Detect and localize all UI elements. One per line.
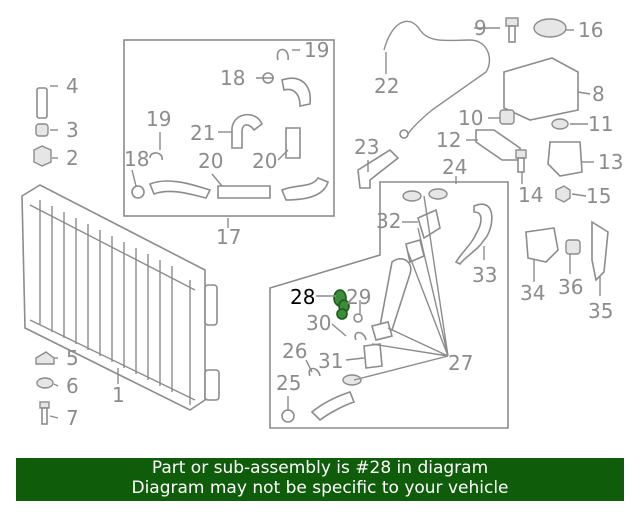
mount-part-2 bbox=[33, 145, 52, 167]
callout-17: 17 bbox=[216, 225, 241, 249]
seal-part-11 bbox=[551, 118, 569, 130]
bolt-part-14 bbox=[515, 149, 527, 173]
callout-12: 12 bbox=[436, 128, 461, 152]
leader-lines bbox=[49, 27, 601, 419]
callout-13: 13 bbox=[598, 150, 623, 174]
callout-15: 15 bbox=[586, 184, 611, 208]
callout-11: 11 bbox=[588, 112, 613, 136]
o-ring-part-18b bbox=[131, 185, 145, 199]
grommet-part-10 bbox=[499, 109, 515, 125]
box-24-parts bbox=[281, 188, 448, 423]
cap-part-36 bbox=[565, 239, 581, 255]
callout-8: 8 bbox=[592, 82, 605, 106]
hose-pipe bbox=[379, 258, 412, 332]
clip-part-30 bbox=[354, 331, 367, 341]
callout-33: 33 bbox=[472, 263, 497, 287]
pipe-part-21 bbox=[231, 113, 263, 149]
callout-6: 6 bbox=[66, 374, 79, 398]
callout-22: 22 bbox=[374, 74, 399, 98]
o-ring-part-29 bbox=[353, 313, 363, 323]
callout-1: 1 bbox=[112, 383, 125, 407]
expansion-tank-part-8 bbox=[503, 57, 579, 121]
callout-27: 27 bbox=[448, 351, 473, 375]
bracket-part-12 bbox=[475, 129, 521, 161]
callout-19-top: 19 bbox=[304, 38, 329, 62]
callout-18-left: 18 bbox=[124, 147, 149, 171]
pipe-bend bbox=[280, 177, 329, 201]
callout-29: 29 bbox=[346, 285, 371, 309]
callout-5: 5 bbox=[66, 346, 79, 370]
diagram-notice-banner: Part or sub-assembly is #28 in diagram D… bbox=[16, 458, 624, 501]
callout-7: 7 bbox=[66, 406, 79, 430]
hose-part-23 bbox=[357, 148, 400, 189]
callout-9: 9 bbox=[474, 16, 487, 40]
bolt-part-9 bbox=[505, 17, 519, 43]
callout-28-highlighted: 28 bbox=[290, 285, 315, 309]
callout-26: 26 bbox=[282, 339, 307, 363]
callout-21: 21 bbox=[190, 121, 215, 145]
callout-36: 36 bbox=[558, 275, 583, 299]
banner-line-2: Diagram may not be specific to your vehi… bbox=[131, 478, 509, 498]
hose-part-33 bbox=[454, 203, 493, 266]
clip-part-19 bbox=[276, 48, 289, 61]
intake-pipe bbox=[310, 391, 356, 422]
connector-part-31 bbox=[363, 343, 383, 369]
o-ring-part-25 bbox=[281, 409, 295, 423]
vent-line-part-22 bbox=[383, 20, 491, 135]
tee-connector-part-20 bbox=[217, 185, 271, 199]
bracket-part-13 bbox=[547, 141, 583, 177]
callout-labels: 1 2 3 4 5 6 7 8 9 10 11 12 13 14 15 16 1… bbox=[66, 16, 623, 430]
callout-34: 34 bbox=[520, 281, 545, 305]
callout-30: 30 bbox=[306, 311, 331, 335]
callout-16: 16 bbox=[578, 18, 603, 42]
thermostat-part-34 bbox=[525, 227, 559, 263]
highlighted-part-28 bbox=[333, 289, 350, 320]
connector-part-20b bbox=[285, 127, 301, 159]
callout-20-mid: 20 bbox=[198, 149, 223, 173]
clip-part-19b bbox=[149, 152, 163, 161]
callout-25: 25 bbox=[276, 371, 301, 395]
callout-18-top: 18 bbox=[220, 66, 245, 90]
bracket-part-35 bbox=[591, 220, 609, 282]
callout-4: 4 bbox=[66, 74, 79, 98]
nut-part-15 bbox=[555, 185, 571, 203]
subassembly-box-17 bbox=[123, 39, 335, 217]
callout-31: 31 bbox=[318, 349, 343, 373]
callout-35: 35 bbox=[588, 299, 613, 323]
washer-part-6 bbox=[36, 377, 54, 389]
radiator-part-1 bbox=[21, 184, 220, 411]
callout-24: 24 bbox=[442, 155, 467, 179]
banner-line-1: Part or sub-assembly is #28 in diagram bbox=[151, 458, 489, 478]
callout-20-right: 20 bbox=[252, 149, 277, 173]
mount-part-5 bbox=[35, 351, 55, 365]
callout-10: 10 bbox=[458, 106, 483, 130]
subassembly-box-24 bbox=[269, 181, 509, 429]
hose-end-part-4 bbox=[36, 87, 48, 119]
cap-part-16 bbox=[533, 18, 567, 38]
hose-part bbox=[148, 180, 212, 199]
callout-23: 23 bbox=[354, 135, 379, 159]
bolt-part-7 bbox=[39, 401, 50, 425]
callout-3: 3 bbox=[66, 118, 79, 142]
callout-2: 2 bbox=[66, 146, 79, 170]
callout-19-left: 19 bbox=[146, 107, 171, 131]
bushing-part-3 bbox=[35, 123, 49, 137]
callout-32: 32 bbox=[376, 209, 401, 233]
hose-elbow bbox=[281, 77, 311, 107]
callout-14: 14 bbox=[518, 183, 543, 207]
